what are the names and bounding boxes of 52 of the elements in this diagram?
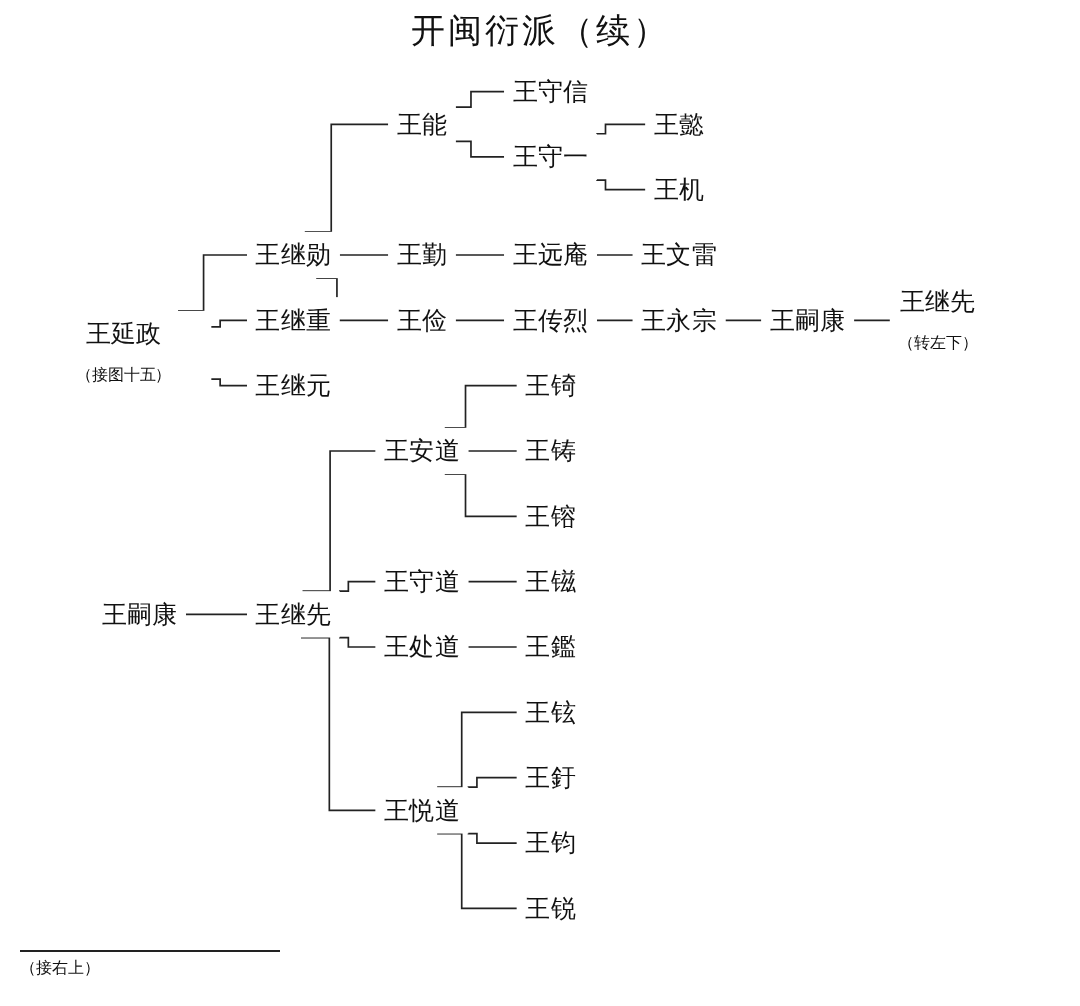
connector — [210, 378, 248, 387]
node-text: 王懿 — [653, 110, 705, 138]
node-text: 王处道 — [384, 633, 460, 661]
connector — [210, 319, 248, 328]
connector — [595, 179, 647, 191]
diagram-title: 开闽衍派（续） — [410, 12, 670, 49]
connector — [338, 580, 377, 592]
node-text: 王铸 — [525, 437, 576, 465]
connector — [467, 580, 518, 583]
node-text: 王鑑 — [525, 633, 576, 661]
node-text: 王守一 — [512, 143, 589, 171]
node-text: 王文雷 — [641, 241, 718, 269]
connector — [454, 319, 505, 322]
node-text: 王机 — [653, 175, 705, 204]
node-text: 王嗣康 — [769, 306, 846, 335]
connector — [596, 319, 634, 322]
connector — [436, 711, 518, 789]
node-text: 王继先 （转左下） — [898, 287, 978, 351]
node-text: 王俭 — [396, 306, 448, 335]
node-text: 王釪 — [525, 764, 576, 792]
connector — [466, 776, 518, 789]
connector — [454, 90, 505, 108]
note-text: （接右上） — [20, 958, 100, 978]
node-text: 王勤 — [396, 241, 448, 269]
connector — [301, 450, 377, 592]
connector — [596, 254, 634, 256]
node-text: 王守信 — [512, 77, 589, 106]
node-text: 王钧 — [525, 829, 576, 857]
connector — [466, 832, 518, 844]
connector — [338, 254, 390, 256]
connector — [595, 123, 647, 135]
node-text: 王远庵 — [512, 241, 589, 269]
connector — [338, 636, 377, 648]
connector — [467, 646, 518, 648]
node-text: 王延政 （接图十五） — [76, 320, 172, 384]
node-text: 王传烈 — [512, 306, 589, 335]
node-text: 王锐 — [525, 894, 576, 923]
connector — [853, 319, 891, 322]
connector — [467, 450, 518, 452]
connector — [724, 319, 763, 322]
connector — [454, 140, 505, 158]
node-text: 王嗣康 — [101, 600, 178, 629]
node-text: 王镃 — [525, 567, 576, 596]
node-text: 王继元 — [255, 371, 332, 400]
node-text: 王守道 — [384, 567, 460, 596]
node-text: 王镕 — [525, 502, 576, 531]
connector — [454, 254, 505, 256]
connector — [185, 613, 248, 616]
node-text: 王铉 — [525, 698, 576, 727]
node-text: 王永宗 — [641, 306, 718, 335]
node-text: 王锜 — [525, 371, 576, 400]
node-text: 王能 — [396, 110, 448, 138]
